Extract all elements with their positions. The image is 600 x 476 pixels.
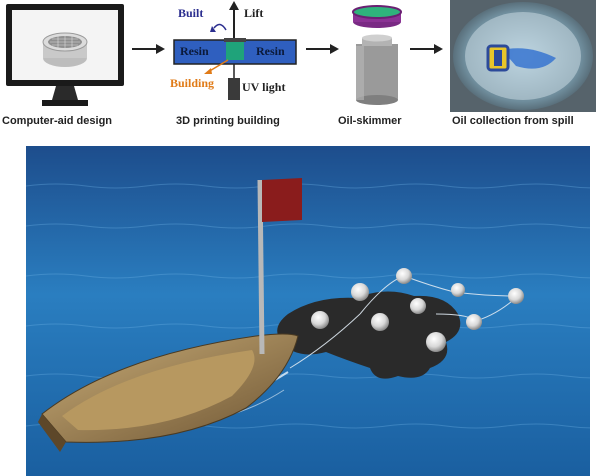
oil-collection-image [450, 0, 596, 112]
arrow-right-icon [306, 44, 339, 54]
arrow-right-icon [132, 44, 165, 54]
resin-right-label: Resin [256, 44, 285, 58]
lift-label: Lift [244, 6, 264, 20]
step1-caption: Computer-aid design [2, 115, 113, 127]
built-label: Built [178, 6, 204, 20]
printing-schematic [173, 1, 297, 100]
ocean-scene [26, 146, 590, 476]
flag [262, 178, 302, 222]
uv-light-label: UV light [242, 80, 286, 94]
ocean-scene-illustration [26, 146, 590, 476]
skimmer-floats [311, 268, 524, 352]
cad-monitor-panel [4, 2, 126, 114]
oil-skimmer-panel [342, 0, 412, 112]
building-label: Building [170, 76, 215, 90]
resin-left-label: Resin [180, 44, 209, 58]
skimmer-illustration [352, 5, 402, 105]
step3-caption: Oil-skimmer [338, 115, 402, 127]
printing-schematic-panel: Built Lift Resin Resin Building UV light [168, 0, 308, 112]
monitor-illustration [6, 4, 124, 106]
oil-collection-photo [450, 0, 596, 112]
step4-caption: Oil collection from spill [452, 115, 574, 127]
boat [38, 333, 299, 452]
arrow-right-icon [410, 44, 443, 54]
step2-caption: 3D printing building [176, 115, 280, 127]
